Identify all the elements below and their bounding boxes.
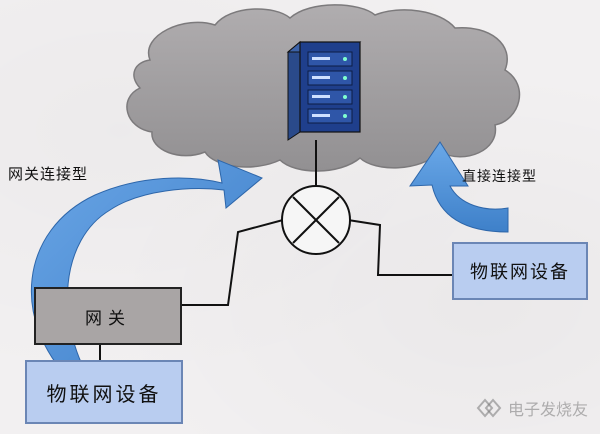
iot-device-right: 物联网设备 <box>452 242 588 300</box>
gateway-box: 网关 <box>34 287 182 345</box>
gateway-type-arrow <box>31 159 263 383</box>
iot-device-left: 物联网设备 <box>25 360 183 424</box>
watermark: 电子发烧友 <box>476 396 588 420</box>
direct-type-arrow <box>409 141 509 233</box>
direct-type-label: 直接连接型 <box>462 169 537 185</box>
gateway-label: 网关 <box>85 308 131 329</box>
iot-device-left-label: 物联网设备 <box>46 381 162 406</box>
server-icon <box>286 40 362 141</box>
gateway-type-label: 网关连接型 <box>8 165 89 183</box>
router-crossed-circle-icon <box>281 185 351 255</box>
iot-device-right-label: 物联网设备 <box>470 262 570 283</box>
connection-lines <box>99 140 455 362</box>
logo-icon <box>476 398 502 418</box>
watermark-text: 电子发烧友 <box>507 400 588 419</box>
